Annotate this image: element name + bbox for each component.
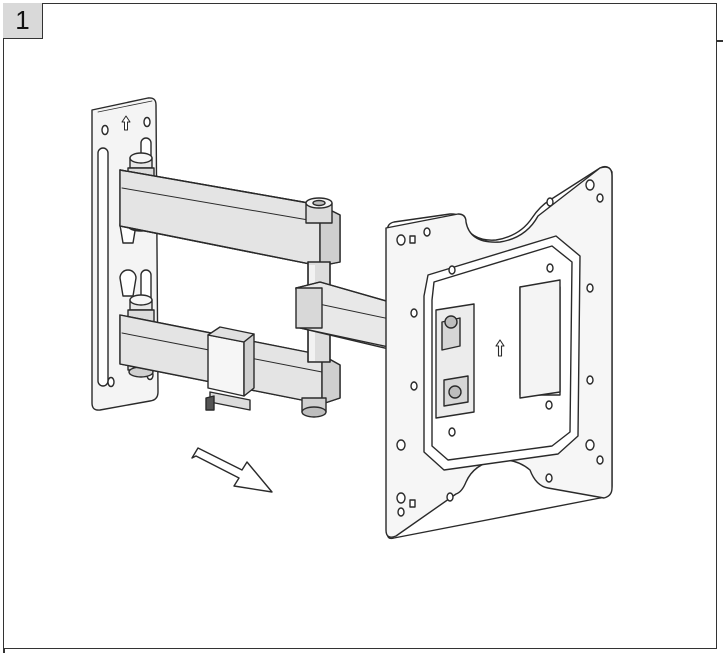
step-number-badge: 1 [3, 3, 43, 39]
upper-arm [119, 152, 341, 267]
panel-divider-mark [717, 40, 723, 42]
arrow-up-icon [495, 339, 505, 357]
lower-arm [119, 294, 341, 418]
arrow-up-icon [121, 115, 131, 131]
panel-divider-mark-bottom [3, 649, 5, 653]
tv-bracket-plate [385, 165, 613, 540]
arrow-right-down-icon [191, 447, 273, 493]
step-number: 1 [15, 5, 30, 35]
